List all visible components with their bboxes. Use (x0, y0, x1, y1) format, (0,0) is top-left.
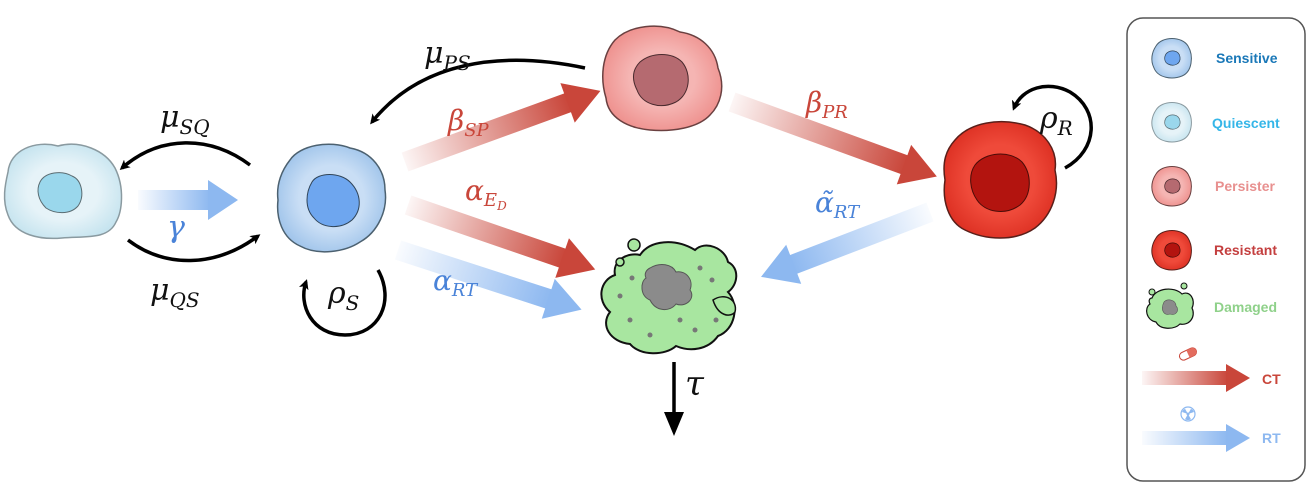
label-alpha-rt: αRT (433, 264, 479, 301)
legend-persister-label: Persister (1215, 178, 1275, 194)
legend-quiescent-icon (1151, 102, 1192, 143)
legend-damaged-label: Damaged (1214, 299, 1277, 315)
label-beta-sp: βSP (447, 104, 490, 141)
arrow-alpha-ed (404, 195, 596, 278)
quiescent-cell (3, 143, 123, 240)
arrow-mu-qs (126, 234, 261, 263)
label-mu-qs: μQS (150, 273, 200, 312)
legend-damaged-icon (1146, 282, 1194, 329)
arrow-rho-s (298, 269, 387, 337)
label-mu-ps: μPS (424, 36, 471, 75)
label-gamma: γ (167, 210, 185, 245)
legend-ct-label: CT (1262, 371, 1281, 387)
resistant-cell (943, 121, 1058, 239)
legend-ct-arrow (1142, 364, 1250, 392)
legend-quiescent-label: Quiescent (1212, 115, 1280, 131)
arrow-gamma (138, 180, 238, 220)
arrow-mu-ps (370, 58, 586, 125)
legend-resistant-icon (1151, 230, 1192, 271)
label-alpha-ed: αED (465, 174, 507, 213)
label-tau: τ (685, 364, 705, 404)
label-mu-sq: μSQ (160, 100, 210, 139)
arrow-alpha-tilde-rt (761, 202, 934, 284)
legend-pill-icon (1178, 347, 1198, 361)
legend-persister-icon (1151, 166, 1192, 207)
label-alpha-tilde-rt: α̃RT (815, 186, 861, 223)
legend: Sensitive Quiescent Persister Resistant … (1126, 17, 1306, 482)
label-beta-pr: βPR (805, 86, 848, 123)
legend-radiation-icon (1180, 406, 1196, 422)
label-rho-s: ρS (327, 276, 359, 315)
persister-cell (602, 25, 723, 132)
legend-sensitive-icon (1151, 38, 1192, 79)
legend-sensitive-label: Sensitive (1216, 50, 1278, 66)
arrow-tau (664, 362, 684, 436)
sensitive-cell (276, 143, 387, 253)
legend-resistant-label: Resistant (1214, 242, 1277, 258)
legend-rt-arrow (1142, 424, 1250, 452)
legend-rt-label: RT (1262, 430, 1281, 446)
arrow-mu-sq (119, 141, 252, 170)
arrow-alpha-rt (394, 240, 582, 319)
arrow-beta-pr (728, 92, 937, 185)
arrow-beta-sp (401, 83, 601, 172)
damaged-cell (600, 238, 738, 355)
arrow-rho-r (1011, 84, 1093, 170)
label-rho-r: ρR (1039, 101, 1073, 140)
